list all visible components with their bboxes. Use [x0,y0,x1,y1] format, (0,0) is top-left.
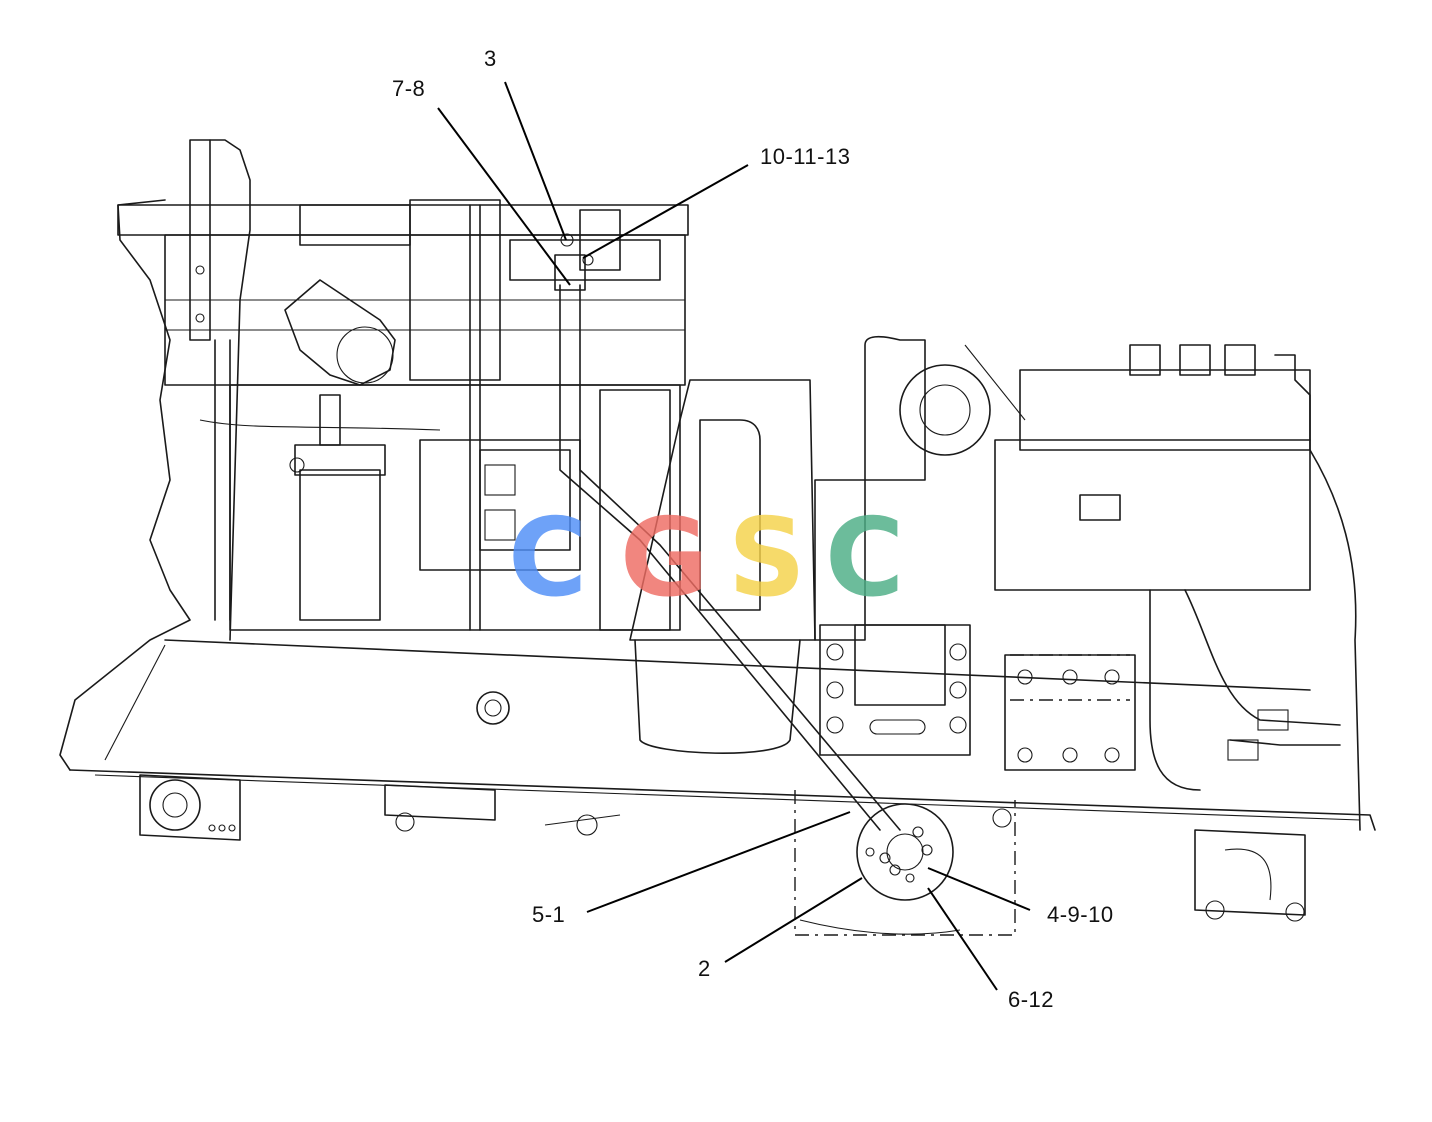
callout-3: 3 [484,46,497,71]
upper-frame-rail [164,639,1311,691]
oil-pan-dashed [794,790,1016,936]
leader-5-1 [586,811,851,913]
callout-4-9-10: 4-9-10 [1047,902,1114,927]
lower-frame-rail [69,769,1376,831]
watermark-letter-c2: C [825,496,905,621]
callout-7-8: 7-8 [392,76,426,101]
leader-10-11-13 [582,164,749,259]
watermark-letter-c1: C [508,496,588,621]
leader-3 [504,81,567,241]
callout-6-12: 6-12 [1008,987,1055,1012]
callout-5-1: 5-1 [532,902,566,927]
right-block [1019,369,1311,451]
watermark-letter-g: G [620,496,709,621]
leader-6-12 [927,887,998,991]
leader-2 [724,877,863,963]
leader-7-8 [437,107,571,286]
callout-10-11-13: 10-11-13 [760,144,851,169]
left-frame-outline [59,199,191,771]
turbocharger [864,335,926,481]
left-hose [209,139,251,641]
callout-2: 2 [698,956,711,981]
watermark-letter-s: S [728,496,806,621]
leader-4-9-10 [927,867,1031,911]
center-housing [629,379,816,641]
tube-flange [856,803,954,901]
mount-bracket-right [1004,654,1136,771]
exhaust-elbow [284,279,396,386]
dipstick-tube [559,284,881,831]
